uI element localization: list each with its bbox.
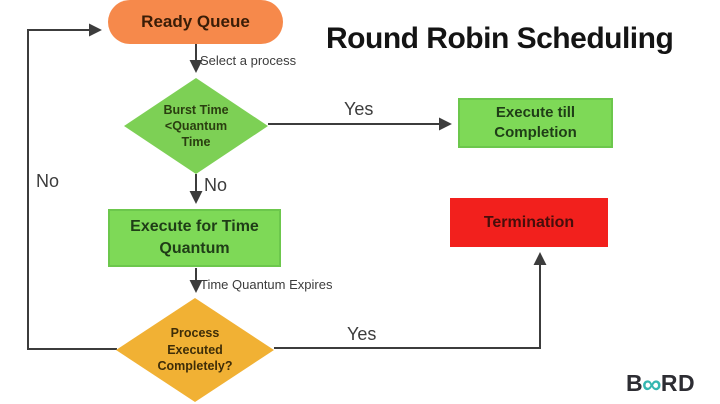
edge-label-yes-top: Yes bbox=[344, 99, 374, 119]
edge-label-time-quantum-expires: Time Quantum Expires bbox=[200, 277, 333, 292]
burst-line-2: <Quantum bbox=[164, 118, 228, 133]
exec-quantum-line-1: Execute for Time bbox=[130, 217, 259, 235]
node-execute-for-time-quantum-label: Execute for Time Quantum bbox=[110, 216, 279, 261]
page-title: Round Robin Scheduling bbox=[326, 22, 674, 55]
exec-completion-line-1: Execute till bbox=[495, 103, 576, 121]
exec-completion-line-2: Completion bbox=[494, 124, 577, 141]
node-execute-till-completion-label: Execute till Completion bbox=[460, 103, 611, 144]
process-line-3: Completely? bbox=[157, 359, 233, 374]
connector-process-check-yes-to-termination bbox=[274, 252, 547, 349]
node-burst-time-decision-label: Burst Time <Quantum Time bbox=[124, 102, 268, 151]
node-process-executed-decision-label: Process Executed Completely? bbox=[116, 325, 274, 376]
burst-line-3: Time bbox=[181, 135, 211, 150]
node-ready-queue: Ready Queue bbox=[108, 0, 283, 44]
infinity-icon: ∞ bbox=[642, 368, 662, 399]
process-line-2: Executed bbox=[167, 342, 223, 357]
node-termination: Termination bbox=[450, 198, 608, 247]
node-termination-label: Termination bbox=[483, 213, 575, 231]
logo-suffix: RD bbox=[660, 370, 696, 396]
exec-quantum-line-2: Quantum bbox=[159, 240, 230, 257]
edge-label-select-a-process: Select a process bbox=[200, 53, 297, 68]
burst-line-1: Burst Time bbox=[163, 102, 229, 117]
node-execute-till-completion: Execute till Completion bbox=[458, 98, 613, 148]
edge-label-yes-bottom: Yes bbox=[347, 324, 377, 344]
node-execute-for-time-quantum: Execute for Time Quantum bbox=[108, 209, 281, 267]
node-ready-queue-label: Ready Queue bbox=[141, 12, 250, 31]
process-line-1: Process bbox=[170, 325, 220, 340]
edge-label-no-left: No bbox=[36, 171, 60, 191]
board-infinity-logo: B ∞ RD bbox=[626, 370, 695, 397]
connector-no-loop-to-ready-queue bbox=[27, 23, 117, 350]
logo-prefix: B bbox=[626, 370, 644, 396]
edge-label-no-middle: No bbox=[204, 175, 228, 195]
